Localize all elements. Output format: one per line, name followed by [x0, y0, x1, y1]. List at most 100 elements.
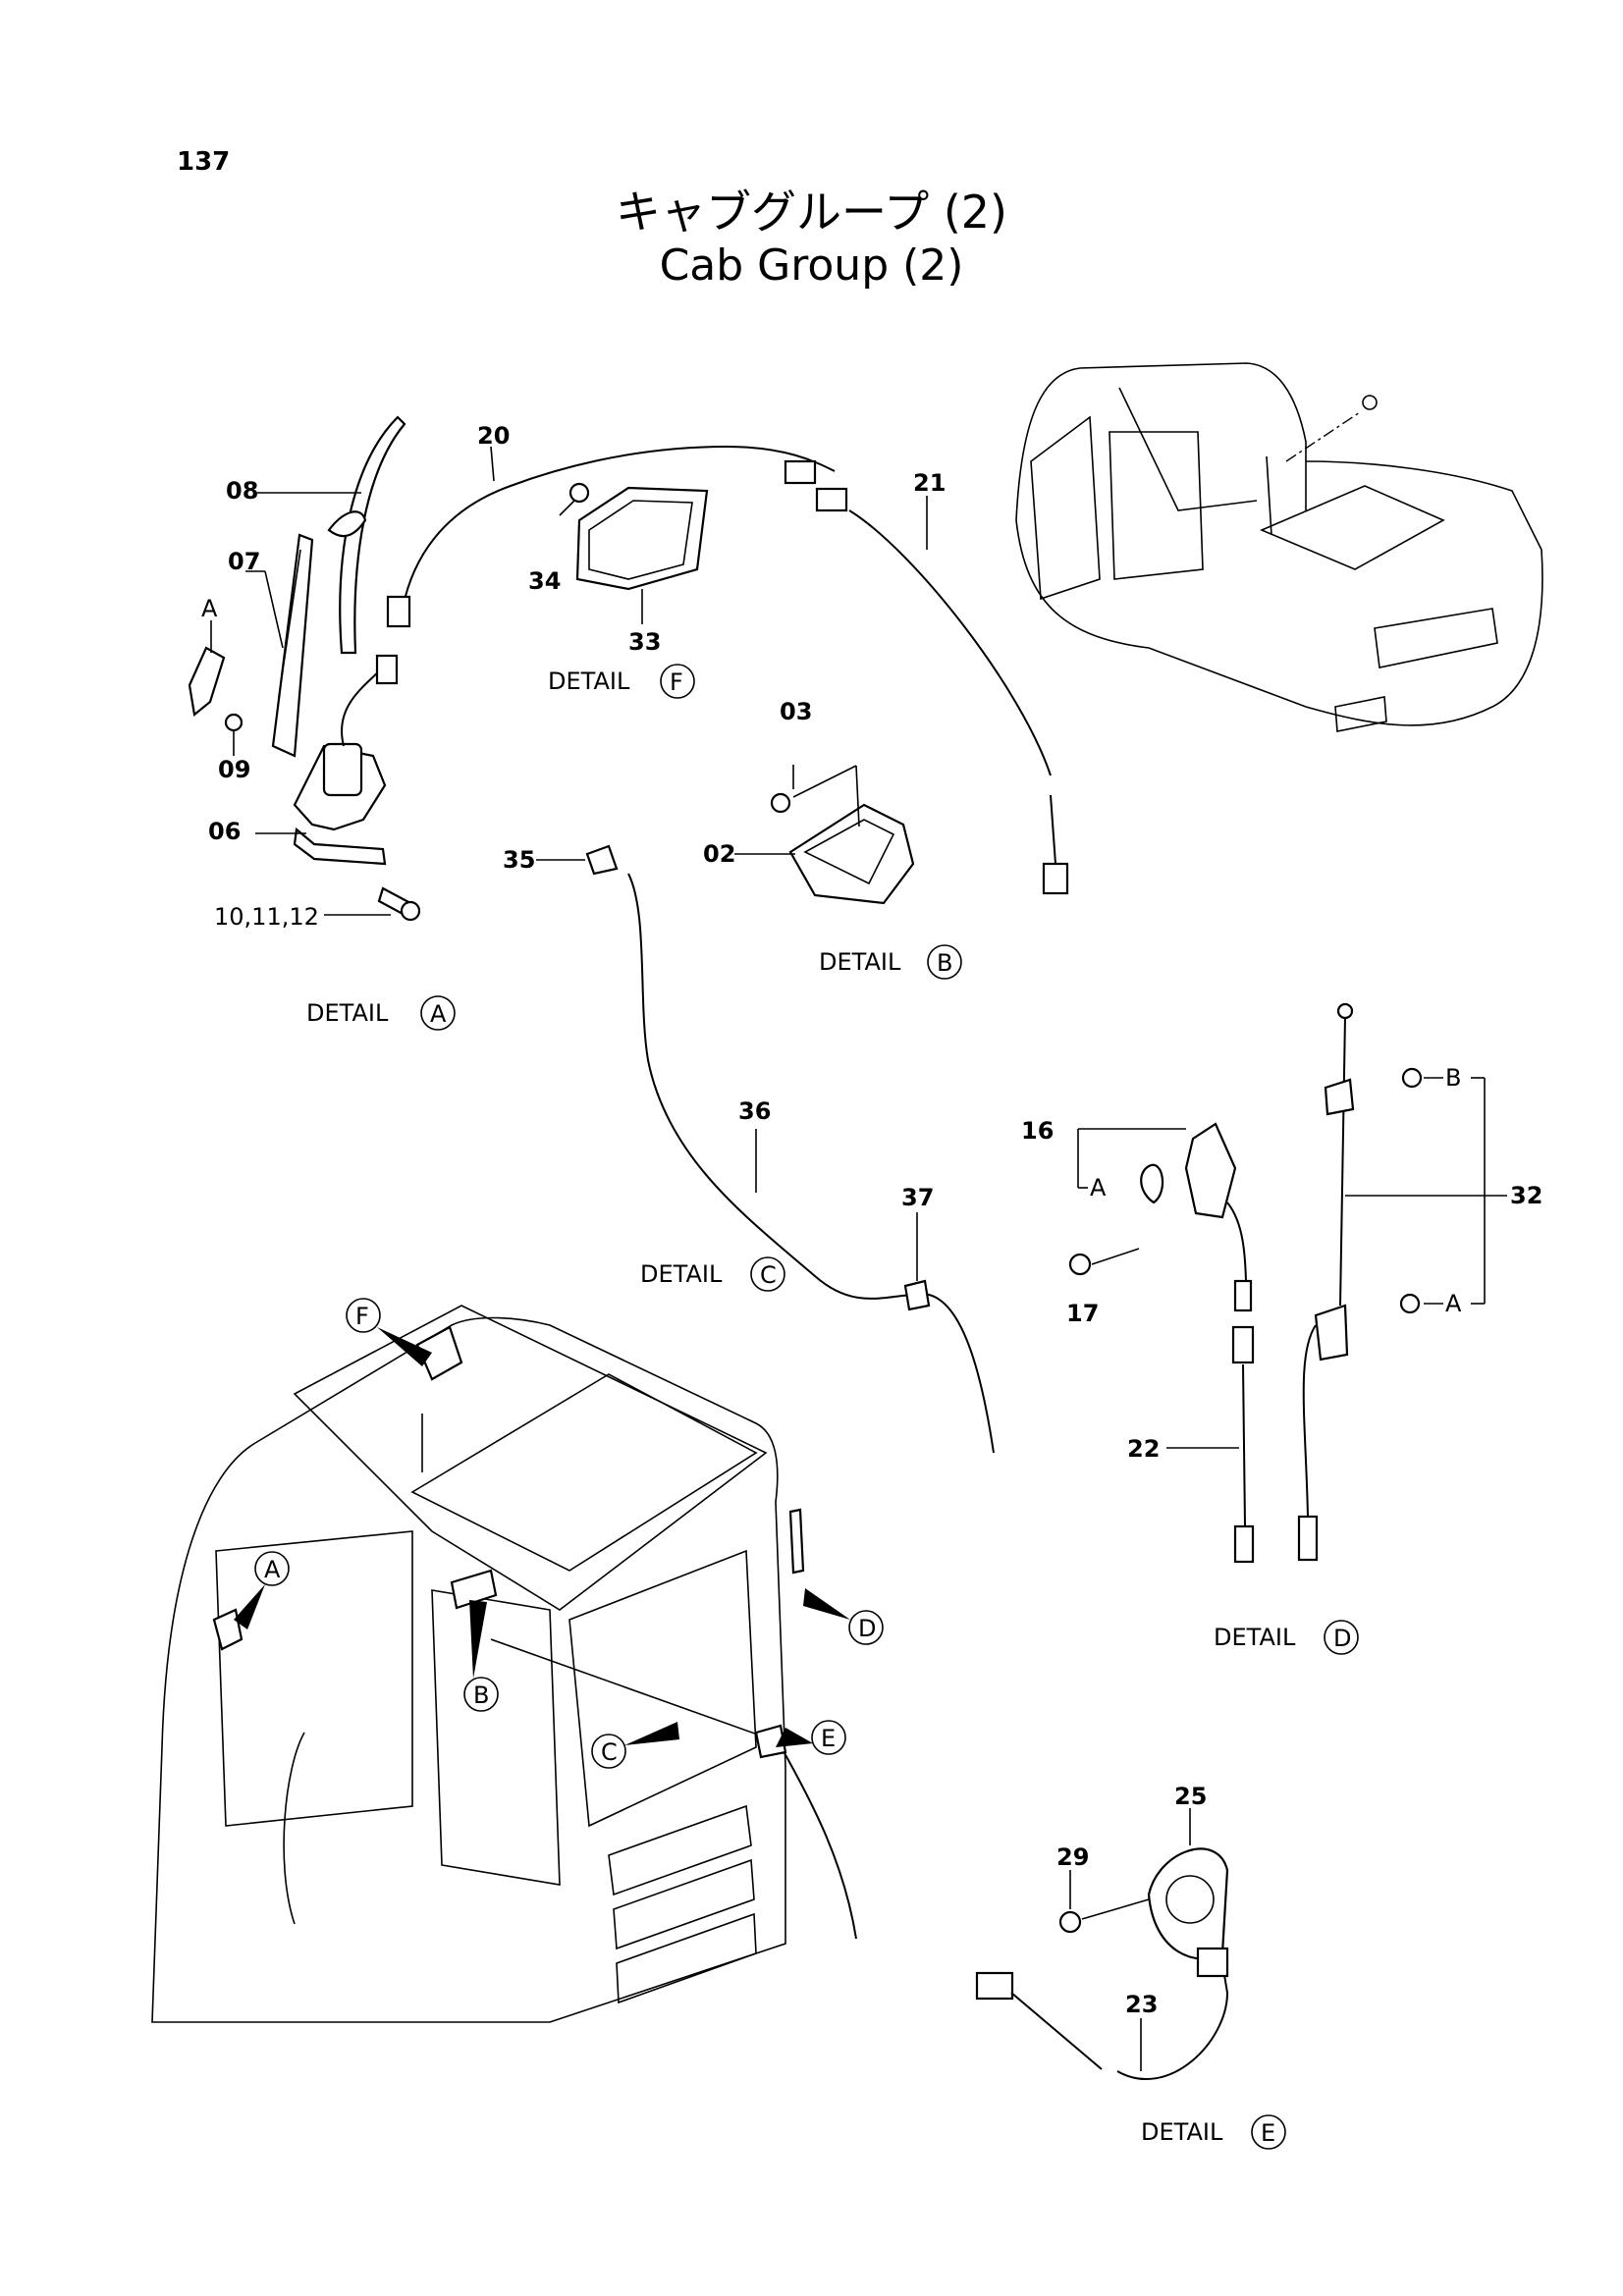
cable-22 [1242, 1363, 1246, 1527]
cable-23-connector-b [1196, 1947, 1229, 1978]
excavator-harness-path [1118, 387, 1258, 511]
detail-c-label: DETAIL [640, 1260, 723, 1288]
bracket-a [188, 646, 226, 718]
excavator-cap [1362, 395, 1378, 410]
part-label-16: 16 [1021, 1117, 1054, 1145]
leader-20 [490, 446, 495, 482]
cab-panel-curve [283, 1732, 305, 1925]
cable-23-left [1010, 1992, 1103, 2070]
leader-34 [559, 500, 575, 516]
cab-callouts: F A B C D E [234, 1298, 884, 1769]
callout-d-pointer [803, 1588, 850, 1620]
callout-a-circle [254, 1551, 290, 1586]
part-label-34: 34 [528, 567, 561, 595]
callout-d-letter: D [858, 1615, 876, 1642]
part-label-25: 25 [1174, 1783, 1207, 1810]
excavator-overview [1015, 362, 1543, 732]
cab-vent-3 [616, 1912, 757, 2004]
callout-b-pointer [469, 1600, 487, 1679]
detail-e-assembly [975, 1808, 1229, 2080]
part-label-03: 03 [780, 698, 812, 725]
callout-d-circle [848, 1610, 884, 1645]
cable-21 [848, 509, 1052, 776]
detail-d-letter: D [1333, 1625, 1351, 1652]
callout-a-small: A [201, 595, 218, 622]
antenna-bracket-lower [1314, 1304, 1349, 1362]
callout-e-circle [811, 1720, 846, 1755]
screw-17-shank [1091, 1248, 1140, 1265]
callout-a-sub-2: A [1445, 1290, 1462, 1317]
detail-f-letter: F [670, 668, 683, 696]
excavator-leader-dash [1285, 411, 1361, 462]
callout-f-circle [346, 1298, 381, 1333]
page-number: 137 [177, 147, 231, 177]
part-label-07: 07 [228, 548, 260, 575]
cab-cable-inner [490, 1638, 767, 1738]
part-label-02: 02 [703, 840, 735, 868]
leader-03a [792, 765, 857, 798]
cable-23-connector-a [975, 1971, 1014, 2001]
callout-f-pointer [377, 1327, 432, 1366]
callout-c-circle [591, 1734, 626, 1769]
leader-03b [855, 765, 860, 828]
cable-connector-mid-a [784, 459, 817, 485]
detail-f-label: DETAIL [548, 667, 630, 695]
wiper-arm-line [278, 549, 301, 698]
bolt-head [400, 900, 421, 922]
wiper-arm-07 [271, 533, 314, 758]
screw-29-shank [1081, 1898, 1150, 1920]
callout-b-circle [463, 1677, 499, 1712]
excavator-door [1030, 415, 1101, 601]
clip-35 [585, 844, 619, 876]
bulb-16a [1140, 1163, 1164, 1204]
part-label-20: 20 [477, 422, 510, 450]
antenna-tip [1336, 1002, 1354, 1020]
detail-e-label: DETAIL [1141, 2118, 1223, 2146]
cab-vent-1 [608, 1804, 752, 1896]
detail-f-assembly [386, 445, 1069, 895]
detail-f-circle [660, 664, 695, 699]
cab-overview [151, 1305, 857, 2023]
cab-cable-out [775, 1736, 857, 1940]
cable-connector-mid-b [815, 487, 848, 512]
detail-a-label: DETAIL [306, 999, 389, 1027]
part-label-36: 36 [738, 1097, 771, 1125]
detail-a-letter: A [430, 1000, 447, 1028]
excavator-body-outline [1015, 460, 1543, 726]
callout-f-letter: F [355, 1303, 369, 1330]
antenna-rod [1339, 1015, 1346, 1307]
callout-a-letter: A [264, 1556, 281, 1583]
callout-e-letter: E [821, 1725, 836, 1752]
cab-antenna [788, 1508, 805, 1575]
excavator-window [1109, 431, 1204, 580]
part-label-10-11-12: 10,11,12 [214, 903, 319, 931]
tray-inner [803, 819, 895, 885]
part-label-37: 37 [901, 1184, 934, 1211]
lamp-connector [1233, 1279, 1253, 1312]
cab-side-window [431, 1589, 561, 1886]
part-label-17: 17 [1066, 1300, 1099, 1327]
motor-body [322, 742, 363, 797]
antenna-cable [1302, 1324, 1317, 1518]
part-label-22: 22 [1127, 1435, 1160, 1463]
detail-e-circle [1251, 2114, 1286, 2150]
cab-tray [450, 1569, 498, 1610]
detail-c-letter: C [760, 1261, 777, 1289]
excavator-cab-outline [1015, 362, 1307, 521]
page-title-english: Cab Group (2) [659, 240, 964, 291]
callout-a-pointer [234, 1584, 265, 1629]
part-label-08: 08 [226, 477, 258, 505]
detail-a-circle [420, 995, 456, 1031]
cab-front-window [568, 1549, 757, 1828]
wiper-clip [327, 510, 367, 538]
leader-07b [264, 570, 284, 649]
cab-roof-hatch [410, 1373, 758, 1572]
screw-03 [770, 792, 791, 814]
detail-b-label: DETAIL [819, 948, 901, 976]
cab-vent-2 [613, 1858, 755, 1950]
antenna-connector [1297, 1515, 1319, 1562]
screw-17 [1068, 1253, 1092, 1276]
detail-c-circle [750, 1256, 785, 1292]
cable-22-end [1233, 1524, 1255, 1564]
